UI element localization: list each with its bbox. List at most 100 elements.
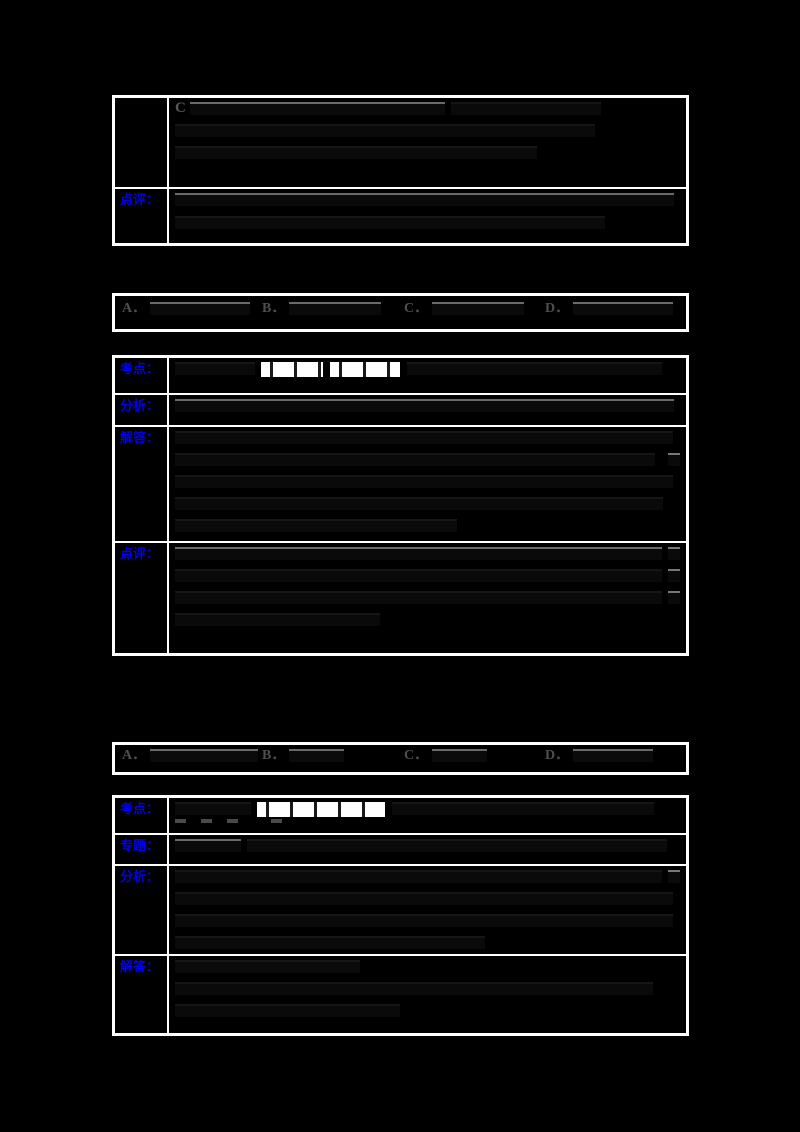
redacted-text — [432, 749, 488, 762]
row-divider — [115, 833, 686, 835]
text-line — [175, 960, 680, 973]
option-letter: B． — [262, 301, 286, 316]
table-row: 解答： — [115, 956, 686, 1033]
text-line — [175, 569, 680, 582]
redacted-text — [175, 453, 655, 466]
option-letter: C． — [404, 301, 429, 316]
row-content-cell — [169, 427, 686, 541]
option-letter: C． — [404, 748, 429, 763]
option-b: B． — [262, 302, 387, 316]
redacted-text — [175, 146, 537, 159]
text-line — [175, 124, 680, 137]
text-line — [175, 982, 680, 995]
redacted-text — [432, 302, 525, 315]
jieda-label: 解答： — [115, 427, 169, 541]
row-content-cell — [169, 189, 686, 243]
text-line — [175, 146, 680, 159]
redacted-text — [175, 547, 663, 560]
table-row: 专题： — [115, 835, 686, 864]
dianping-label: 点评： — [115, 543, 169, 653]
redacted-text — [175, 193, 674, 206]
redacted-text — [175, 362, 255, 375]
redacted-text — [175, 475, 673, 488]
redacted-text — [668, 453, 680, 466]
options-row: A． B． C． D． — [115, 745, 686, 772]
fenxi-label: 分析： — [115, 866, 169, 954]
redacted-text — [668, 569, 680, 582]
redacted-text — [175, 1004, 400, 1017]
redacted-text — [175, 497, 663, 510]
redacted-text — [247, 839, 667, 852]
text-line — [175, 362, 680, 377]
option-d: D． — [545, 302, 679, 316]
option-a: A． — [122, 749, 264, 763]
table-row: 分析： — [115, 395, 686, 425]
row-label-cell — [115, 98, 169, 187]
question2-analysis-table: 考点： 专题： — [112, 795, 689, 1036]
row-divider — [115, 864, 686, 866]
table-row: 考点： — [115, 358, 686, 393]
row-divider — [115, 541, 686, 543]
text-line — [175, 914, 680, 927]
option-letter: A． — [122, 748, 147, 763]
row-content-cell — [169, 956, 686, 1033]
text-line — [175, 802, 680, 817]
option-letter: A． — [122, 301, 147, 316]
jieda-label: 解答： — [115, 956, 169, 1033]
option-b: B． — [262, 749, 350, 763]
redacted-text — [201, 819, 212, 823]
text-line — [175, 216, 680, 229]
redacted-text — [407, 362, 662, 375]
table-row: 分析： — [115, 866, 686, 954]
redacted-text — [175, 399, 674, 412]
text-line — [175, 497, 680, 510]
row-divider — [115, 425, 686, 427]
text-line — [175, 475, 680, 488]
prev-answer-table: C 点评： — [112, 95, 689, 246]
redacted-text — [271, 819, 282, 823]
comment-label: 点评： — [115, 189, 169, 243]
text-line — [175, 431, 680, 444]
text-line: C — [175, 101, 680, 116]
table-row: 考点： — [115, 798, 686, 833]
question2-options-strip: A． B． C． D． — [112, 742, 689, 775]
redacted-text — [175, 124, 595, 137]
text-line — [175, 399, 680, 412]
redacted-text — [189, 102, 445, 115]
text-line — [175, 519, 680, 532]
table-row: C — [115, 98, 686, 187]
row-content-cell — [169, 835, 686, 864]
option-a: A． — [122, 302, 256, 316]
redacted-text — [289, 302, 382, 315]
redacted-text — [450, 102, 601, 115]
option-letter: B． — [262, 748, 286, 763]
row-divider — [115, 187, 686, 189]
table-row: 点评： — [115, 189, 686, 243]
redacted-text — [175, 431, 673, 444]
text-line — [175, 870, 680, 883]
text-line — [175, 1004, 680, 1017]
redacted-text — [175, 802, 251, 815]
question1-analysis-table: 考点： 分析： 解答： — [112, 355, 689, 656]
text-line — [175, 591, 680, 604]
options-row: A． B． C． D． — [115, 296, 686, 329]
redacted-text — [175, 569, 663, 582]
option-letter: D． — [545, 748, 570, 763]
underline-marks — [175, 819, 680, 823]
text-line — [175, 936, 680, 949]
row-divider — [115, 393, 686, 395]
zhuanti-label: 专题： — [115, 835, 169, 864]
redacted-text — [227, 819, 238, 823]
kaodian-label: 考点： — [115, 358, 169, 393]
redacted-text — [668, 870, 680, 883]
text-line — [175, 613, 680, 626]
option-letter: D． — [545, 301, 570, 316]
redacted-text — [175, 819, 186, 823]
redacted-text — [175, 216, 605, 229]
row-divider — [115, 954, 686, 956]
text-line — [175, 453, 680, 466]
table-row: 解答： — [115, 427, 686, 541]
option-c: C． — [404, 749, 493, 763]
option-d: D． — [545, 749, 659, 763]
question1-options-strip: A． B． C． D． — [112, 293, 689, 332]
